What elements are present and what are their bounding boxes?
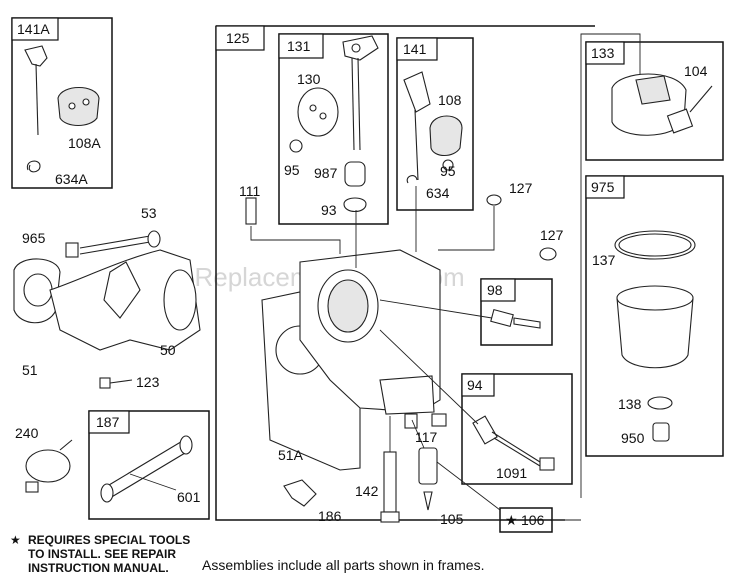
label-108: 108 [438, 92, 462, 108]
label-95-b: 95 [440, 163, 456, 179]
label-634: 634 [426, 185, 450, 201]
idle-screw-98 [490, 308, 541, 329]
frame-133: 133 [585, 41, 724, 161]
label-634A: 634A [55, 171, 88, 187]
label-950: 950 [621, 430, 645, 446]
frame-label-98: 98 [487, 282, 503, 298]
frame-label-133: 133 [591, 45, 615, 61]
frame-975: 975 [585, 175, 724, 457]
frame-141A: 141A [11, 17, 113, 189]
frame-131: 131 [278, 33, 389, 225]
label-127-b: 127 [540, 227, 564, 243]
label-137: 137 [592, 252, 616, 268]
choke-shaft-141 [403, 71, 463, 184]
note-star-icon: ★ [10, 533, 21, 547]
frame-label-94: 94 [467, 377, 483, 393]
leader-lines [129, 186, 495, 491]
label-50: 50 [160, 342, 176, 358]
note-line-2: TO INSTALL. SEE REPAIR [28, 547, 176, 561]
label-142: 142 [355, 483, 379, 499]
label-93: 93 [321, 202, 337, 218]
frame-label-975: 975 [591, 179, 615, 195]
label-1091: 1091 [496, 465, 527, 481]
special-tools-note: ★ REQUIRES SPECIAL TOOLS TO INSTALL. SEE… [10, 533, 190, 575]
elbow-fitting-186 [283, 479, 317, 507]
label-111: 111 [239, 183, 260, 199]
main-jet-142 [380, 451, 400, 523]
small-parts [245, 194, 557, 427]
frame-187: 187 [88, 410, 210, 520]
frame-label-125: 125 [226, 30, 250, 46]
frame-label-187: 187 [96, 414, 120, 430]
frame-label-131: 131 [287, 38, 311, 54]
part-number-labels: 108A 634A 130 95 987 93 108 95 634 104 1… [15, 63, 708, 527]
star-icon: ★ [505, 512, 518, 528]
screw-123 [99, 377, 133, 389]
float-bowl-975 [614, 230, 696, 442]
label-105: 105 [440, 511, 464, 527]
throttle-shaft-131 [289, 35, 379, 213]
float-133 [611, 73, 713, 136]
frame-label-141: 141 [403, 41, 427, 57]
label-95-a: 95 [284, 162, 300, 178]
label-601: 601 [177, 489, 201, 505]
frame-98: 98 [480, 278, 553, 346]
label-240: 240 [15, 425, 39, 441]
label-987: 987 [314, 165, 338, 181]
note-line-3: INSTRUCTION MANUAL. [28, 561, 169, 575]
label-51: 51 [22, 362, 38, 378]
frame-141: 141 [396, 37, 474, 211]
note-line-1: REQUIRES SPECIAL TOOLS [28, 533, 190, 547]
label-130: 130 [297, 71, 321, 87]
label-138: 138 [618, 396, 642, 412]
bolt-53 [65, 230, 161, 258]
label-53: 53 [141, 205, 157, 221]
frame-94: 94 [461, 373, 573, 485]
frame-106: ★ 106 [499, 507, 553, 533]
intake-manifold [13, 249, 201, 351]
pin-105 [418, 447, 438, 511]
label-123: 123 [136, 374, 160, 390]
label-186: 186 [318, 508, 342, 524]
choke-shaft-141A [24, 45, 100, 173]
label-104: 104 [684, 63, 708, 79]
label-51A: 51A [278, 447, 304, 463]
label-965: 965 [22, 230, 46, 246]
fuel-line-187 [100, 435, 193, 503]
carburetor-body [261, 249, 441, 471]
assemblies-footnote: Assemblies include all parts shown in fr… [202, 557, 484, 573]
connector-lines [436, 33, 641, 521]
needle-valve-94 [472, 415, 555, 471]
frame-label-106: 106 [521, 512, 545, 528]
label-117: 117 [415, 429, 438, 445]
fuel-filter-240 [25, 439, 73, 493]
frame-label-141A: 141A [17, 21, 50, 37]
label-108A: 108A [68, 135, 101, 151]
label-127-a: 127 [509, 180, 533, 196]
